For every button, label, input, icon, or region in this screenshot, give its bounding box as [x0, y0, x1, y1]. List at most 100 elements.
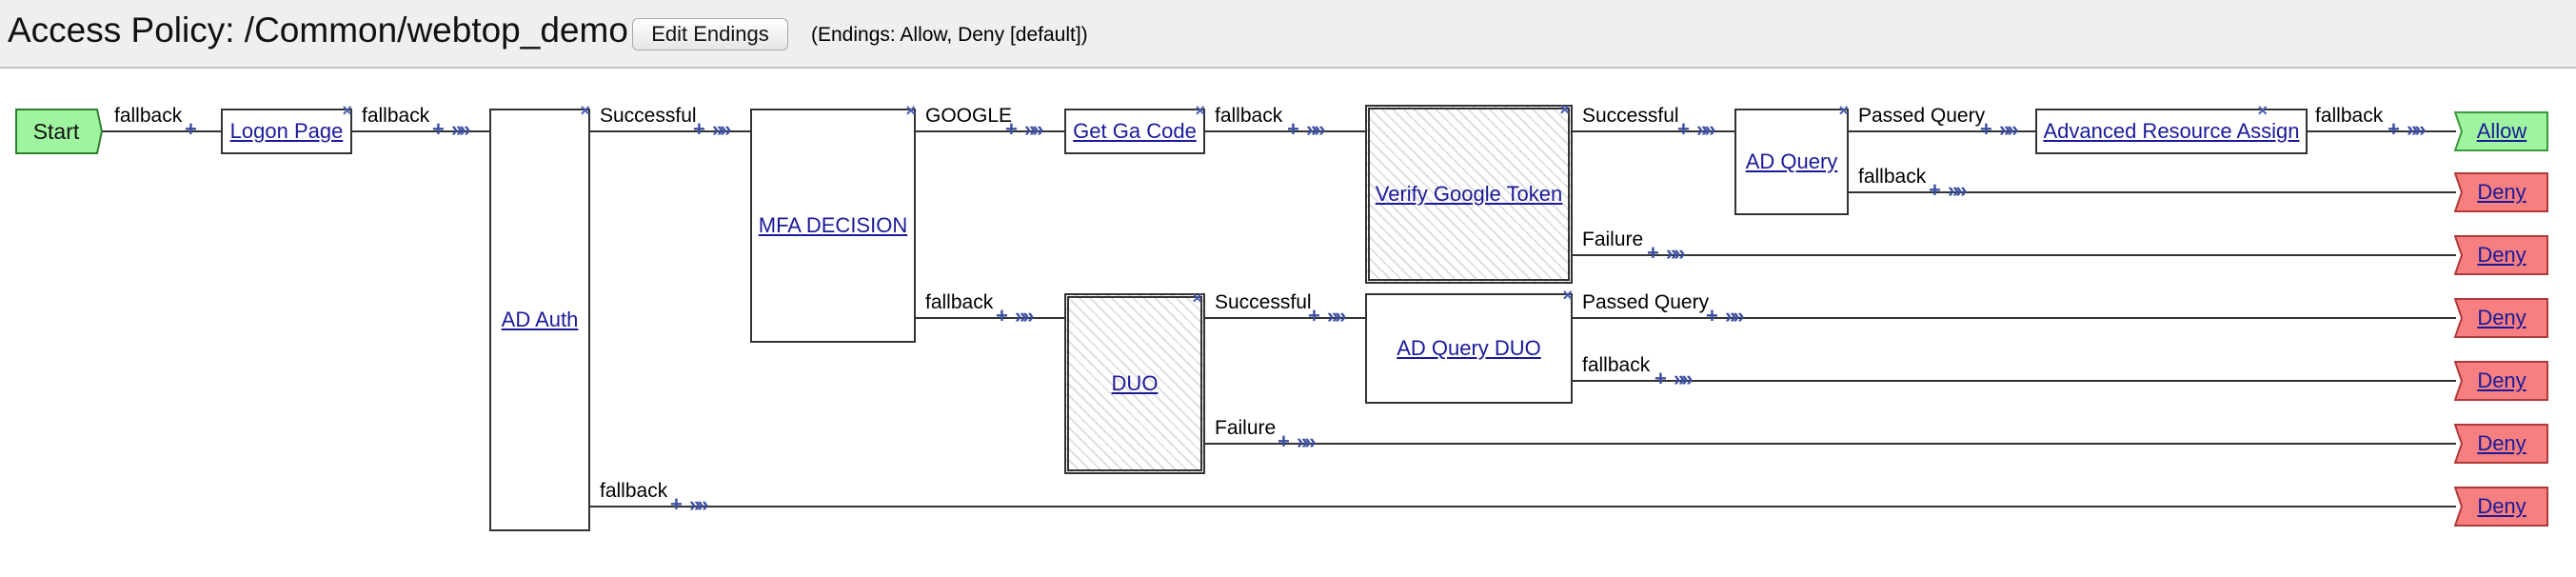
insert-icon[interactable]: »»	[1306, 117, 1326, 141]
insert-icon[interactable]: »»	[1666, 241, 1686, 265]
add-icon[interactable]: +	[996, 304, 1008, 328]
insert-icon[interactable]: »»	[1948, 178, 1968, 202]
ending-deny[interactable]: Deny	[2454, 235, 2549, 275]
adqduo-passed-label: Passed Query	[1582, 291, 1710, 313]
ad-query-duo-link[interactable]: AD Query DUO	[1397, 336, 1541, 360]
add-icon[interactable]: +	[1929, 178, 1941, 202]
deny-link[interactable]: Deny	[2477, 243, 2526, 267]
add-icon[interactable]: +	[1287, 117, 1299, 141]
add-icon[interactable]: +	[432, 117, 445, 141]
ending-deny[interactable]: Deny	[2454, 298, 2549, 338]
remove-icon[interactable]: ×	[1192, 288, 1202, 308]
advanced-resource-assign-link[interactable]: Advanced Resource Assign	[2043, 119, 2300, 143]
advanced-resource-assign-node: × Advanced Resource Assign	[2035, 102, 2308, 154]
ad-query-duo-node: × AD Query DUO	[1365, 287, 1573, 404]
get-ga-code-node: × Get Ga Code	[1064, 102, 1205, 154]
add-icon[interactable]: +	[1677, 117, 1690, 141]
allow-shape	[2454, 111, 2548, 151]
start-shape	[15, 109, 103, 154]
deny-shape	[2454, 424, 2548, 464]
add-icon[interactable]: +	[1308, 304, 1320, 328]
deny-link[interactable]: Deny	[2477, 368, 2526, 392]
remove-icon[interactable]: ×	[1195, 101, 1205, 120]
ending-deny[interactable]: Deny	[2454, 424, 2549, 464]
page-title: Access Policy: /Common/webtop_demo	[8, 10, 628, 50]
insert-icon[interactable]: »»	[2407, 117, 2427, 141]
ad-query-fallback-label: fallback	[1858, 166, 1927, 188]
add-icon[interactable]: +	[1647, 241, 1659, 265]
add-icon[interactable]: +	[693, 117, 705, 141]
ending-deny[interactable]: Deny	[2454, 487, 2549, 527]
ad-auth-fallback-label: fallback	[600, 480, 668, 502]
ad-query-link[interactable]: AD Query	[1745, 149, 1838, 173]
add-icon[interactable]: +	[1706, 304, 1718, 328]
add-icon[interactable]: +	[1005, 117, 1018, 141]
deny-link[interactable]: Deny	[2477, 431, 2526, 455]
add-icon[interactable]: +	[1278, 429, 1290, 453]
allow-link[interactable]: Allow	[2476, 119, 2527, 143]
duo-node: × DUO	[1064, 289, 1205, 474]
adqduo-fallback-label: fallback	[1582, 354, 1651, 376]
start-node: Start	[15, 109, 103, 154]
remove-icon[interactable]: ×	[2257, 101, 2268, 120]
mfa-decision-link[interactable]: MFA DECISION	[758, 213, 908, 237]
insert-icon[interactable]: »»	[712, 117, 732, 141]
deny-shape	[2454, 361, 2548, 401]
add-icon[interactable]: +	[670, 492, 683, 516]
deny-shape	[2454, 487, 2548, 527]
remove-icon[interactable]: ×	[342, 101, 352, 120]
remove-icon[interactable]: ×	[1562, 286, 1573, 305]
deny-link[interactable]: Deny	[2477, 180, 2526, 204]
deny-link[interactable]: Deny	[2477, 306, 2526, 329]
deny-link[interactable]: Deny	[2477, 494, 2526, 518]
remove-icon[interactable]: ×	[1559, 100, 1570, 119]
remove-icon[interactable]: ×	[905, 101, 916, 120]
add-icon[interactable]: +	[185, 117, 197, 141]
mfa-google-label: GOOGLE	[925, 105, 1013, 127]
ad-auth-link[interactable]: AD Auth	[501, 308, 579, 331]
policy-header: Access Policy: /Common/webtop_demo Edit …	[0, 0, 2576, 69]
deny-shape	[2454, 172, 2548, 212]
endings-note: (Endings: Allow, Deny [default])	[811, 24, 1088, 46]
add-icon[interactable]: +	[2388, 117, 2400, 141]
verify-google-token-node: × Verify Google Token	[1365, 101, 1573, 284]
insert-icon[interactable]: »»	[1015, 304, 1035, 328]
insert-icon[interactable]: »»	[1024, 117, 1044, 141]
verify-successful-label: Successful	[1582, 105, 1679, 127]
duo-successful-label: Successful	[1215, 291, 1312, 313]
duo-link[interactable]: DUO	[1111, 371, 1159, 395]
add-icon[interactable]: +	[1655, 367, 1667, 390]
start-fallback-label: fallback	[114, 105, 183, 127]
get-ga-code-link[interactable]: Get Ga Code	[1073, 119, 1197, 143]
insert-icon[interactable]: »»	[689, 492, 709, 516]
deny-shape	[2454, 235, 2548, 275]
ending-deny[interactable]: Deny	[2454, 361, 2549, 401]
insert-icon[interactable]: »»	[1674, 367, 1694, 390]
logon-page-link[interactable]: Logon Page	[229, 119, 344, 143]
insert-icon[interactable]: »»	[451, 117, 471, 141]
insert-icon[interactable]: »»	[1696, 117, 1716, 141]
remove-icon[interactable]: ×	[1838, 101, 1849, 120]
insert-icon[interactable]: »»	[1327, 304, 1347, 328]
ara-fallback-label: fallback	[2315, 105, 2384, 127]
ad-query-node: × AD Query	[1734, 102, 1849, 215]
mfa-decision-node: × MFA DECISION	[750, 102, 916, 343]
ending-allow[interactable]: Allow	[2454, 111, 2549, 151]
add-icon[interactable]: +	[1980, 117, 1992, 141]
insert-icon[interactable]: »»	[1297, 429, 1317, 453]
insert-icon[interactable]: »»	[1999, 117, 2019, 141]
get-ga-fallback-label: fallback	[1215, 105, 1283, 127]
verify-failure-label: Failure	[1582, 229, 1644, 250]
deny-shape	[2454, 298, 2548, 338]
ad-auth-successful-label: Successful	[600, 105, 697, 127]
logon-page-node: × Logon Page	[221, 102, 352, 154]
verify-google-token-link[interactable]: Verify Google Token	[1375, 182, 1563, 206]
ending-deny[interactable]: Deny	[2454, 172, 2549, 212]
ad-auth-node: × AD Auth	[489, 102, 590, 531]
remove-icon[interactable]: ×	[580, 101, 590, 120]
mfa-fallback-label: fallback	[925, 291, 994, 313]
edit-endings-button[interactable]: Edit Endings	[632, 18, 788, 50]
insert-icon[interactable]: »»	[1725, 304, 1745, 328]
logon-fallback-label: fallback	[362, 105, 430, 127]
